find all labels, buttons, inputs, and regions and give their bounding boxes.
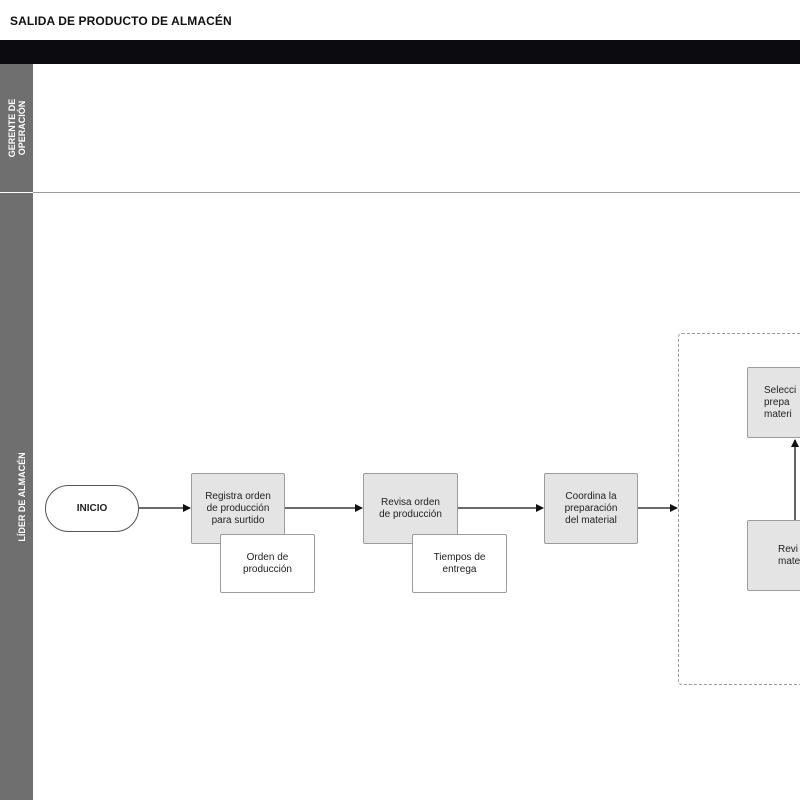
process-revisa-material-partial: Revi materi xyxy=(747,520,800,591)
process-coordina-preparacion: Coordina la preparación del material xyxy=(544,473,638,544)
start-terminal: INICIO xyxy=(45,485,139,532)
lane-label-lider-text: LÍDER DE ALMACÉN xyxy=(16,451,27,542)
process-registra-orden: Registra orden de producción para surtid… xyxy=(191,473,285,544)
document-orden-produccion: Orden de producción xyxy=(220,534,315,593)
page-title: SALIDA DE PRODUCTO DE ALMACÉN xyxy=(10,14,232,28)
lane-label-lider: LÍDER DE ALMACÉN xyxy=(0,193,33,800)
header-bar xyxy=(0,40,800,64)
lane-label-gerente: GERENTE DE OPERACIÓN xyxy=(0,64,33,192)
process-revisa-orden: Revisa orden de producción xyxy=(363,473,458,544)
lane-label-gerente-text: GERENTE DE OPERACIÓN xyxy=(6,98,27,158)
lane-divider xyxy=(33,192,800,193)
document-tiempos-entrega: Tiempos de entrega xyxy=(412,534,507,593)
process-selecciona-partial: Selecci prepa materi xyxy=(747,367,800,438)
group-frame xyxy=(678,333,800,685)
